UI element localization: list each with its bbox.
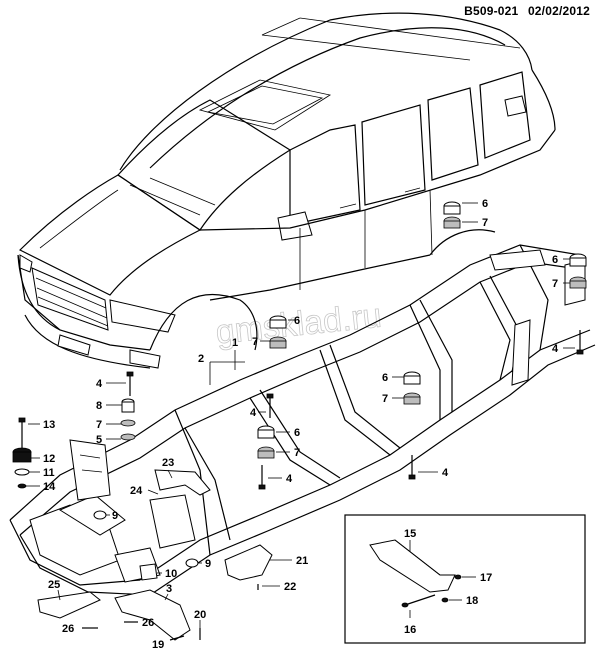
callout-5: 5 <box>96 434 102 446</box>
body-mount-cushion-6e-icon <box>257 425 275 459</box>
callout-18: 18 <box>466 595 478 607</box>
callout-13: 13 <box>43 419 55 431</box>
bushing-8-icon <box>120 398 136 441</box>
callout-20: 20 <box>194 609 206 621</box>
callout-11: 11 <box>43 467 55 479</box>
callout-24: 24 <box>130 485 143 497</box>
callout-7e: 7 <box>294 447 300 459</box>
callout-1: 1 <box>232 337 238 349</box>
bolt-4-icon <box>126 330 584 490</box>
callout-4e: 4 <box>96 378 103 390</box>
callout-16: 16 <box>404 624 416 636</box>
callout-26b: 26 <box>142 617 154 629</box>
inset-detail-box <box>344 514 586 644</box>
body-mount-cushion-6-icon <box>443 201 461 229</box>
front-mount-stack-icon <box>12 417 32 489</box>
skid-plate-25-icon <box>37 591 101 619</box>
callout-10: 10 <box>165 568 177 580</box>
mount-10-icon <box>139 563 158 581</box>
diagram-date: 02/02/2012 <box>527 4 590 18</box>
callout-25: 25 <box>48 579 60 591</box>
callout-4b: 4 <box>250 407 257 419</box>
callout-22: 22 <box>284 581 296 593</box>
callout-6a: 6 <box>482 198 488 210</box>
chassis-frame <box>9 244 596 596</box>
callout-9a: 9 <box>112 510 118 522</box>
callouts: 1 2 6 7 6 7 4 6 7 6 7 4 6 7 4 4 <box>26 198 575 651</box>
callout-12: 12 <box>43 453 55 465</box>
callout-4d: 4 <box>442 467 449 479</box>
body-mount-cushion-6d-icon <box>403 371 421 405</box>
crossmember-3-icon <box>114 589 191 641</box>
callout-7b: 7 <box>552 278 558 290</box>
bracket-21-icon <box>224 544 273 581</box>
callout-4c: 4 <box>286 473 293 485</box>
callout-23: 23 <box>162 457 174 469</box>
callout-6e: 6 <box>294 427 300 439</box>
bracket-15-icon <box>369 539 456 593</box>
callout-2: 2 <box>198 353 204 365</box>
callout-7a: 7 <box>482 217 488 229</box>
callout-7f: 7 <box>96 419 102 431</box>
callout-17: 17 <box>480 572 492 584</box>
callout-8: 8 <box>96 400 102 412</box>
callout-6d: 6 <box>382 372 388 384</box>
callout-7c: 7 <box>252 336 258 348</box>
plug-9b-icon <box>185 558 199 568</box>
callout-9b: 9 <box>205 558 211 570</box>
callout-7d: 7 <box>382 393 388 405</box>
callout-6b: 6 <box>552 254 558 266</box>
callout-15: 15 <box>404 528 416 540</box>
callout-3: 3 <box>166 583 172 595</box>
body-mount-cushion-6b-icon <box>569 253 587 289</box>
callout-4a: 4 <box>552 343 559 355</box>
bracket-23-icon <box>154 469 211 496</box>
diagram-header: B509-021 02/02/2012 <box>458 4 590 18</box>
body-mount-cushion-6c-icon <box>269 315 287 349</box>
plug-9a-icon <box>93 510 107 520</box>
diagram-code: B509-021 <box>464 4 519 18</box>
vehicle-body-illustration <box>17 12 556 369</box>
callout-14: 14 <box>43 481 56 493</box>
callout-26a: 26 <box>62 623 74 635</box>
callout-6c: 6 <box>294 315 300 327</box>
callout-21: 21 <box>296 555 308 567</box>
callout-19: 19 <box>152 639 164 651</box>
